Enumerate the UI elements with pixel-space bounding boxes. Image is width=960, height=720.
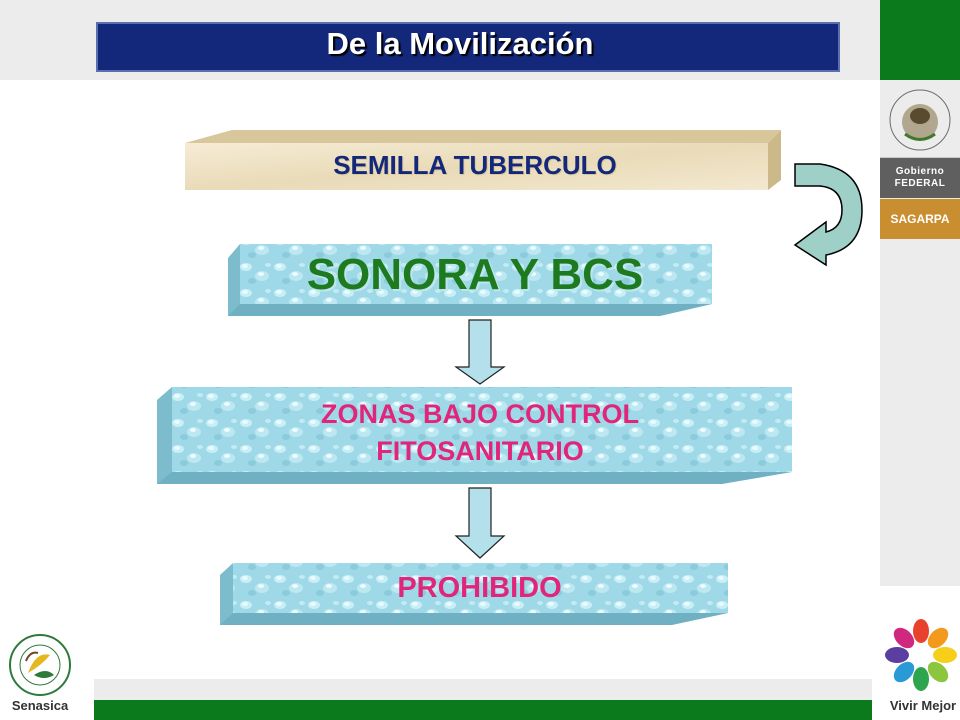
sagarpa-label: SAGARPA: [880, 199, 960, 239]
footer-green-band: [94, 700, 872, 720]
step-zonas-line1: ZONAS BAJO CONTROL: [320, 399, 639, 429]
step-zonas-line2: FITOSANITARIO: [376, 436, 584, 466]
step-box-sonora: [228, 244, 712, 316]
senasica-label: Senasica: [11, 698, 69, 713]
step-prohibido-text: PROHIBIDO: [397, 572, 562, 604]
page-title: De la Movilización: [326, 26, 594, 61]
coat-of-arms-icon: [889, 89, 951, 151]
step-box-zonas: [157, 387, 792, 484]
gobierno-text: Gobierno: [895, 166, 945, 177]
footer-gray-band: [94, 679, 872, 700]
vivir-mejor-label: Vivir Mejor: [889, 698, 957, 713]
down-arrow-icon: [454, 487, 506, 559]
sidebar-green-block: [880, 0, 960, 80]
down-arrow-icon: [454, 319, 506, 385]
step-box-semilla: [185, 130, 781, 190]
step-sonora-text: SONORA Y BCS: [306, 250, 644, 299]
gobierno-federal-label: Gobierno FEDERAL: [880, 158, 960, 198]
step-zonas-text: ZONAS BAJO CONTROL FITOSANITARIO: [170, 396, 790, 470]
step-semilla-text: SEMILLA TUBERCULO: [333, 150, 617, 180]
senasica-seal-icon: [9, 634, 71, 696]
curved-arrow-icon: [793, 163, 863, 267]
sidebar-divider: [880, 157, 960, 158]
step-box-prohibido: [220, 563, 728, 625]
vivir-mejor-logo-icon: [885, 619, 957, 691]
federal-text: FEDERAL: [894, 178, 946, 189]
sidebar: [880, 0, 960, 586]
title-bar: [96, 22, 840, 72]
